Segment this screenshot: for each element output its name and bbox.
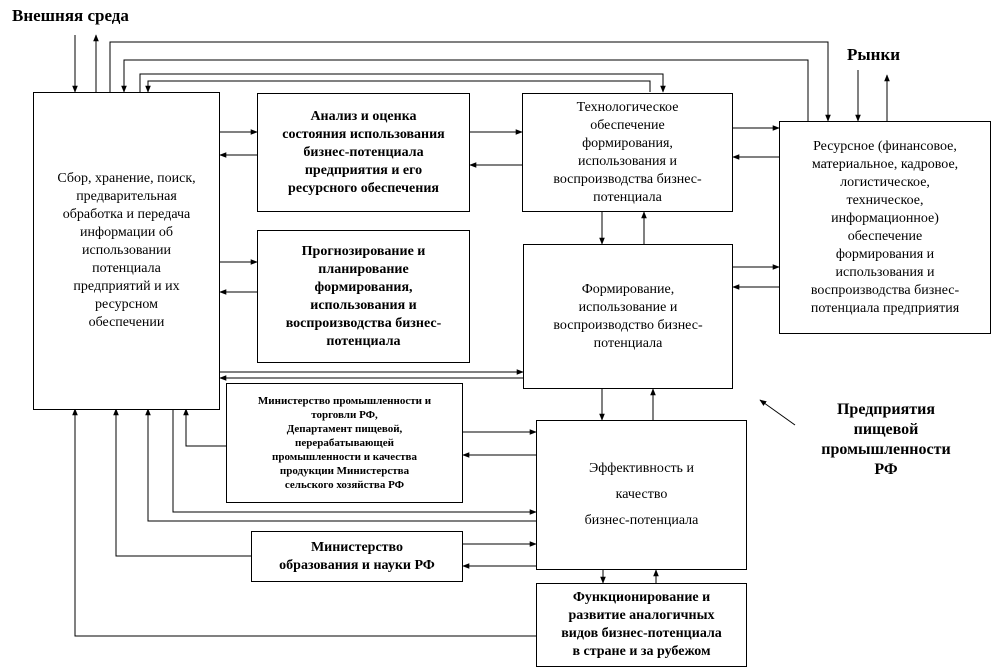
box-functioning-development: Функционирование и развитие аналогичных … <box>536 583 747 667</box>
box-information-collection: Сбор, хранение, поиск, предварительная о… <box>33 92 220 410</box>
loop-resource-collection-top <box>121 59 809 121</box>
box-ministry-industry: Министерство промышленности и торговли Р… <box>226 383 463 503</box>
box-technological-support-text: Технологическое обеспечение формирования… <box>553 99 702 205</box>
box-ministry-industry-text: Министерство промышленности и торговли Р… <box>257 395 432 491</box>
markets-label: Рынки <box>847 45 901 64</box>
box-analysis: Анализ и оценка состояния использования … <box>257 93 470 212</box>
loop-collection-tech-a <box>139 73 666 93</box>
box-functioning-development-text: Функционирование и развитие аналогичных … <box>561 590 722 659</box>
enterprises-label: Предприятия пищевой промышленности РФ <box>821 401 951 478</box>
loop-tech-collection-b <box>145 80 651 93</box>
box-efficiency-quality-text: Эффективность и качество бизнес-потенциа… <box>584 461 699 528</box>
loop-collection-resource-top <box>109 41 831 122</box>
box-ministry-education-text: Министерство образования и науки РФ <box>279 539 435 573</box>
box-formation: Формирование, использование и воспроизво… <box>523 244 733 389</box>
box-efficiency-quality: Эффективность и качество бизнес-потенциа… <box>536 420 747 570</box>
box-information-collection-text: Сбор, хранение, поиск, предварительная о… <box>57 171 196 330</box>
box-analysis-text: Анализ и оценка состояния использования … <box>282 108 445 196</box>
box-resource-support: Ресурсное (финансовое, материальное, кад… <box>779 121 991 334</box>
box-ministry-education: Министерство образования и науки РФ <box>251 531 463 582</box>
box-technological-support: Технологическое обеспечение формирования… <box>522 93 733 212</box>
box-forecasting-text: Прогнозирование и планирование формирова… <box>285 243 442 349</box>
box-resource-support-text: Ресурсное (финансовое, материальное, кад… <box>810 138 960 316</box>
box-forecasting: Прогнозирование и планирование формирова… <box>257 230 470 363</box>
box-formation-text: Формирование, использование и воспроизво… <box>553 281 703 351</box>
external-environment-label: Внешняя среда <box>12 6 129 25</box>
